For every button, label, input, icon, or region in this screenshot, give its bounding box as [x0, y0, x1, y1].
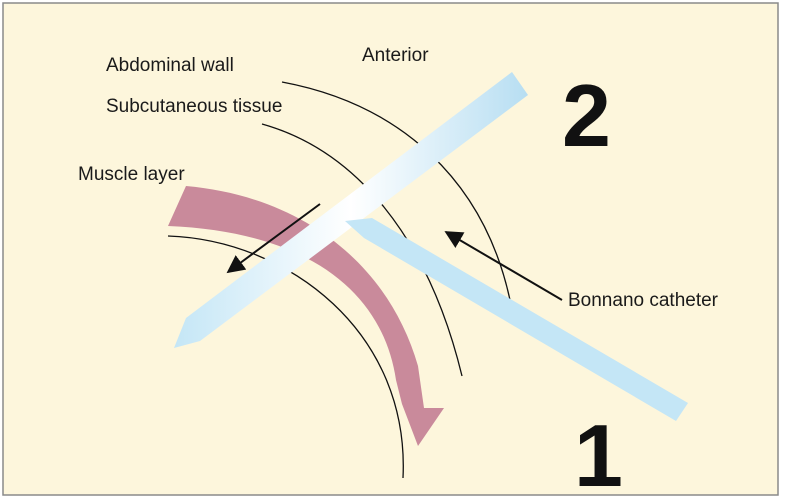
subcutaneous-tissue-label: Subcutaneous tissue: [106, 96, 282, 117]
bonnano-catheter-label: Bonnano catheter: [568, 290, 719, 311]
anterior-label: Anterior: [362, 45, 429, 66]
position-1-number: 1: [574, 406, 623, 498]
abdominal-wall-label: Abdominal wall: [106, 55, 234, 76]
position-2-number: 2: [562, 66, 611, 165]
muscle-layer-label: Muscle layer: [78, 164, 185, 185]
